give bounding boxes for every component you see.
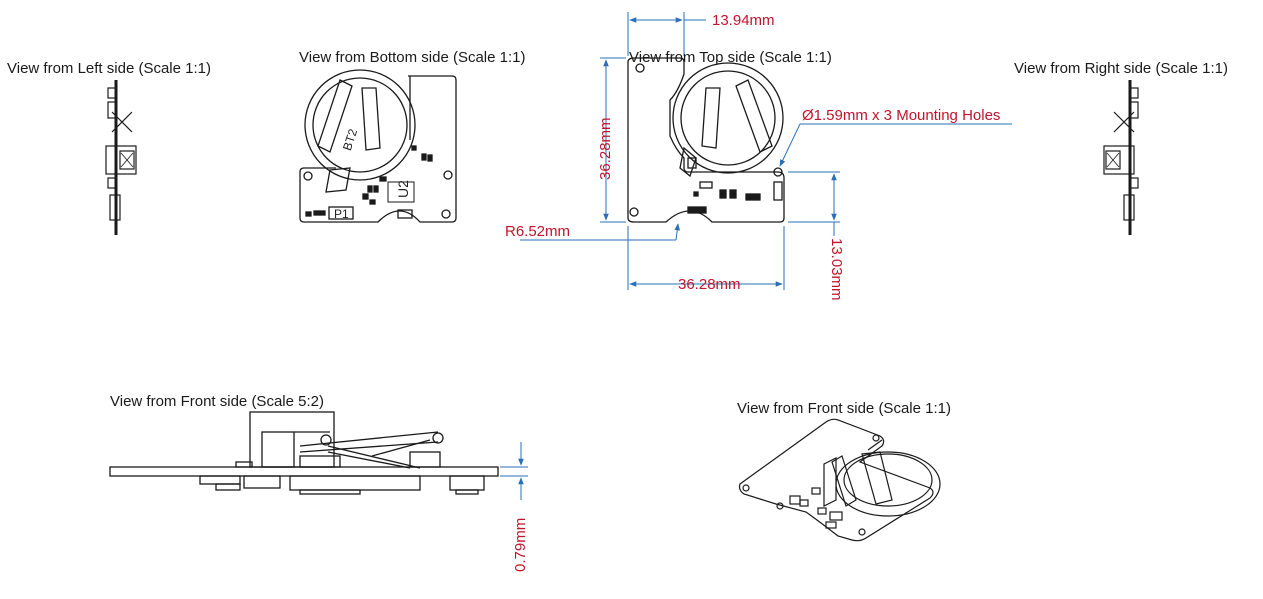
thickness-dimension [500,442,528,500]
left-view-title: View from Left side (Scale 1:1) [7,60,211,77]
front-view-1-1 [738,418,941,542]
dimension-mounting-holes: Ø1.59mm x 3 Mounting Holes [802,107,1001,124]
top-view-title: View from Top side (Scale 1:1) [629,49,832,66]
top-view-dimensions [520,12,1012,290]
dimension-height-left: 36.28mm [597,117,614,180]
refdes-chip: U2 [395,180,411,198]
front-view-5-2-title: View from Front side (Scale 5:2) [110,393,324,410]
right-view-title: View from Right side (Scale 1:1) [1014,60,1228,77]
bottom-side-view [299,69,457,223]
right-side-view [1103,80,1139,235]
dimension-radius: R6.52mm [505,223,571,240]
front-view-5-2 [109,411,499,495]
dimension-width-top: 13.94mm [712,12,775,29]
left-side-view [105,80,137,235]
front-view-1-1-title: View from Front side (Scale 1:1) [737,400,951,417]
top-side-view [627,57,785,223]
dimension-width-bottom: 36.28mm [678,276,741,293]
refdes-connector: P1 [334,207,349,221]
dimension-height-right: 13.03mm [828,238,845,301]
dimension-thickness: 0.79mm [512,517,529,572]
bottom-view-title: View from Bottom side (Scale 1:1) [299,49,526,66]
